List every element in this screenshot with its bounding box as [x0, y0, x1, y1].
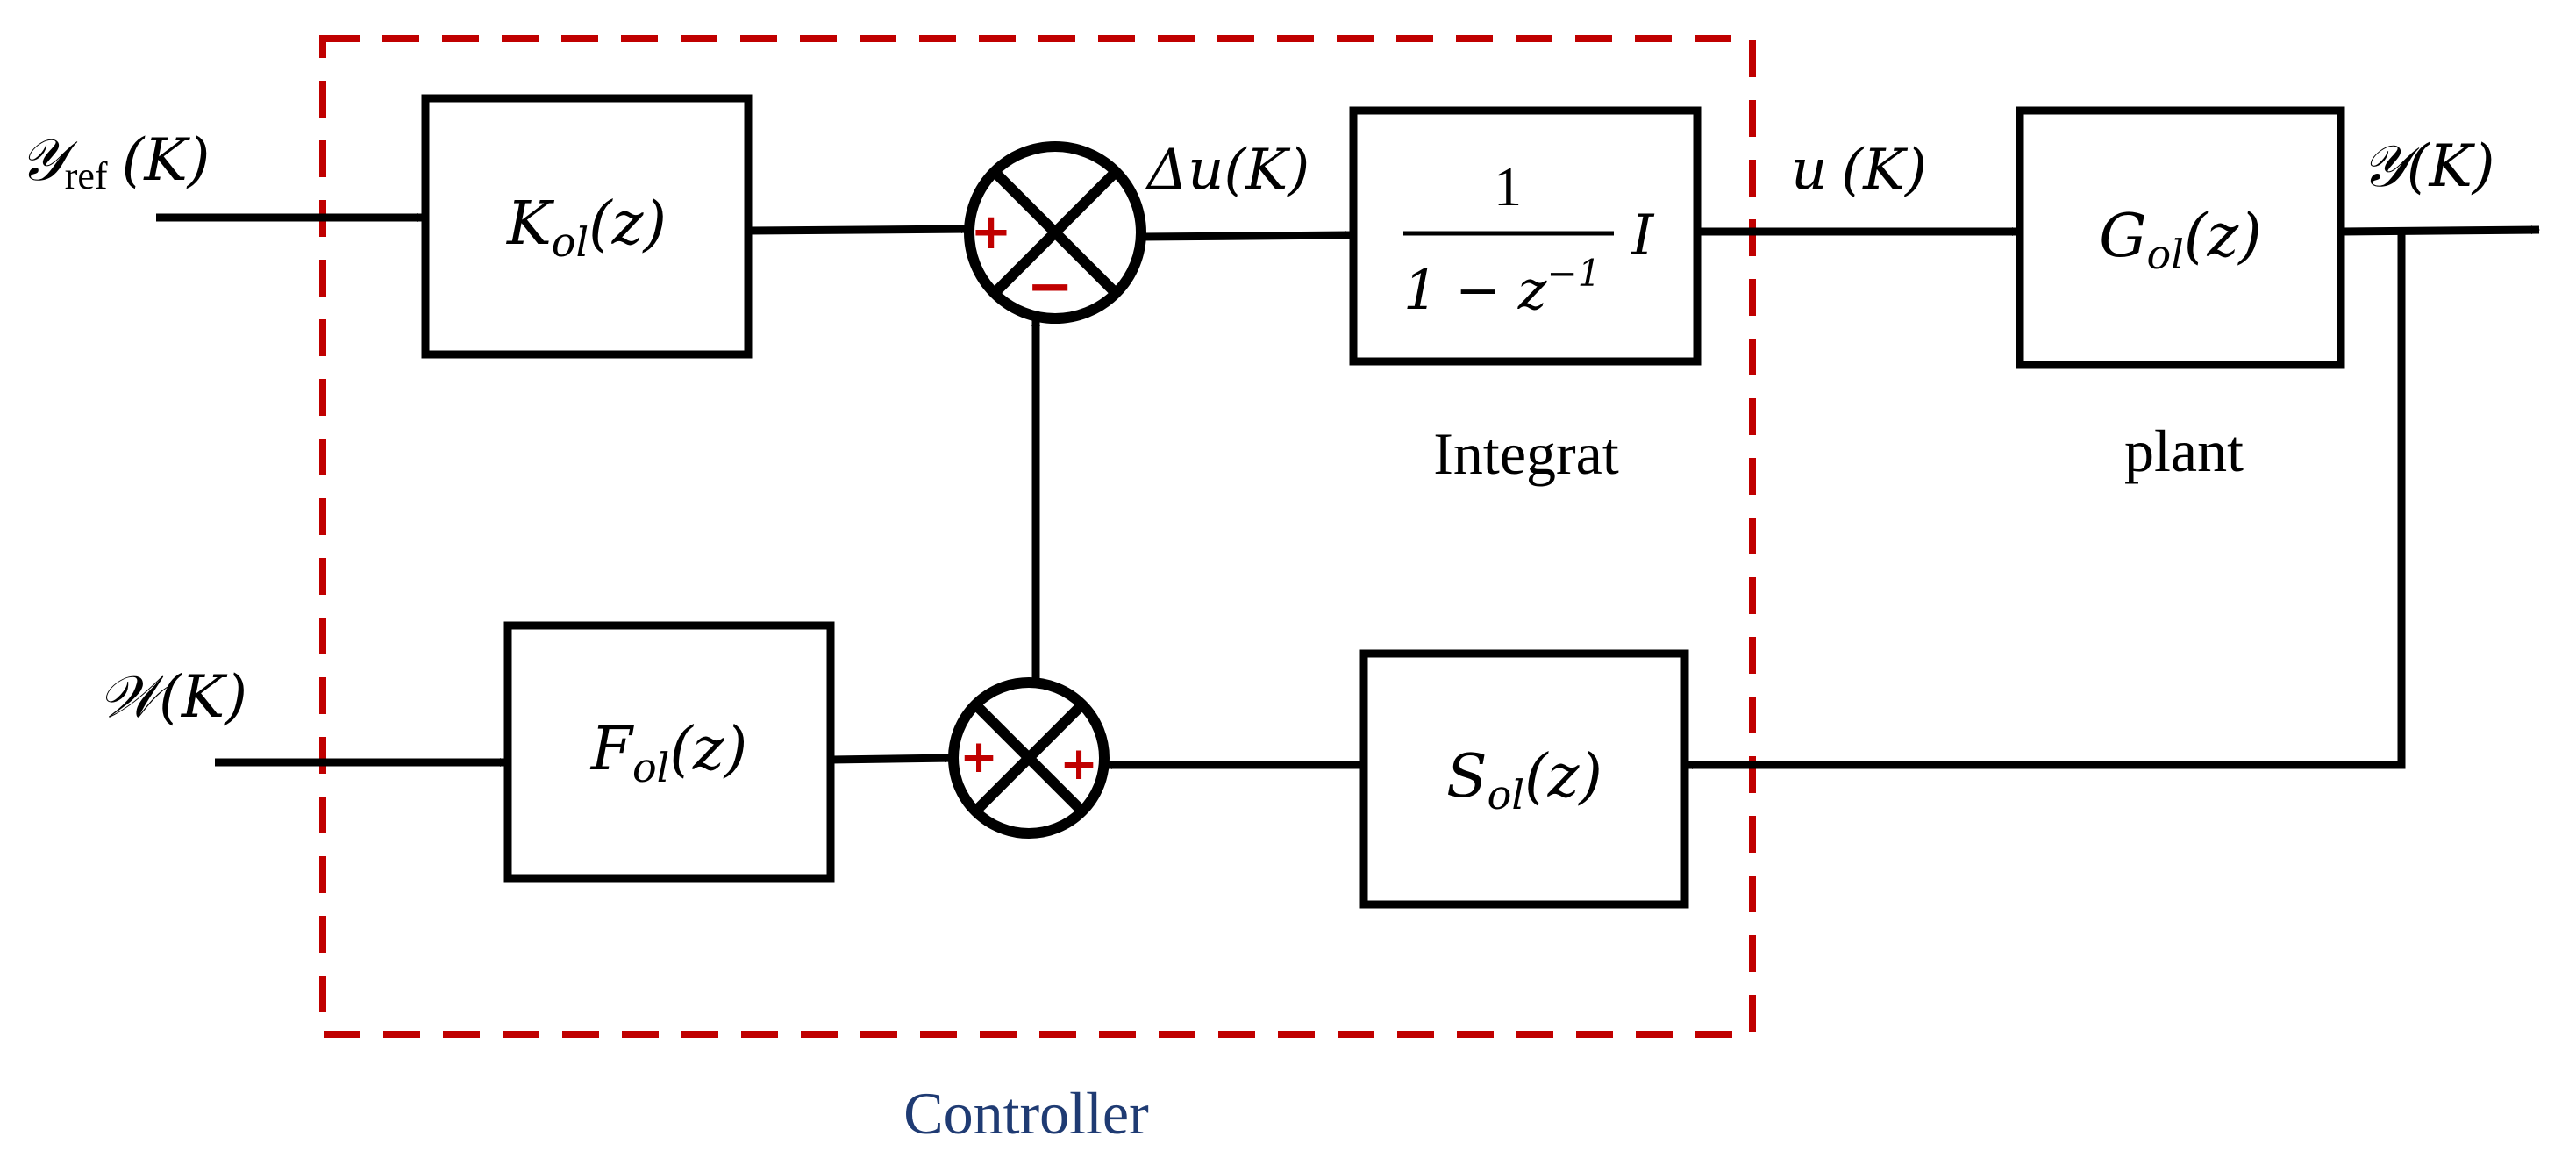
integrator-denominator: 1 − z−1	[1403, 252, 1601, 322]
k-block-label: Kol(z)	[505, 189, 667, 266]
f-block	[503, 621, 835, 883]
g-block-label: Gol(z)	[2099, 202, 2262, 278]
f-block-label: Fol(z)	[589, 715, 747, 791]
k-block-label-main: K	[505, 189, 555, 259]
sum-top-plus-sign: +	[971, 204, 1012, 261]
label-u: u(K)	[1791, 138, 1927, 203]
plant-output-arrow	[2340, 225, 2540, 236]
integrator-denominator-base: 1 − z	[1403, 258, 1547, 322]
k-block-label-arg: (z)	[589, 189, 667, 259]
controller-caption: Controller	[903, 1080, 1149, 1147]
label-w-arg: (K)	[159, 663, 247, 731]
controller-boundary	[319, 35, 1756, 1038]
g-block-label-main: G	[2099, 202, 2146, 271]
s-block-label-arg: (z)	[1524, 742, 1602, 811]
integrator-numerator: 1	[1494, 155, 1522, 218]
label-w: 𝒲(K)	[98, 663, 247, 731]
integrator-caption: Integrat	[1433, 420, 1619, 487]
k-to-sum-arrow	[747, 225, 970, 235]
s-block	[1359, 649, 1689, 909]
f-block-label-arg: (z)	[669, 715, 747, 784]
label-y-ref-sub: ref	[65, 154, 108, 197]
integrator-block	[1349, 106, 1702, 366]
f-to-sum-arrow	[830, 754, 954, 764]
label-u-arg: (K)	[1841, 138, 1927, 203]
label-y-ref-arg: (K)	[122, 126, 211, 194]
sum-bottom-plus-sign-right: +	[1060, 738, 1098, 790]
f-block-label-main: F	[589, 715, 635, 784]
label-y-arg: (K)	[2407, 132, 2495, 200]
k-block-label-sub: ol	[552, 218, 589, 266]
s-block-label-sub: ol	[1488, 771, 1524, 818]
s-block-label: Sol(z)	[1446, 742, 1602, 818]
summing-junction-top	[964, 141, 1146, 324]
label-y-ref: 𝒴ref(K)	[19, 126, 210, 197]
label-delta-u-arg: (K)	[1224, 138, 1309, 203]
sum-top-minus-sign: −	[1026, 254, 1074, 319]
s-block-label-main: S	[1446, 742, 1488, 811]
feedback-line	[1684, 232, 2406, 769]
sum-bottom-plus-sign-left: +	[960, 731, 998, 783]
g-block-label-sub: ol	[2147, 231, 2184, 278]
k-block	[421, 94, 753, 359]
integrator-suffix: I	[1631, 204, 1655, 268]
label-delta-u: Δu(K)	[1145, 138, 1309, 203]
g-block	[2016, 106, 2345, 369]
label-w-main: 𝒲	[98, 663, 171, 731]
integrator-denominator-exp: −1	[1546, 252, 1601, 295]
plant-caption: plant	[2124, 418, 2244, 484]
label-delta-u-main: Δu	[1145, 138, 1224, 203]
label-y: 𝒴(K)	[2361, 132, 2495, 200]
f-block-label-sub: ol	[632, 744, 669, 791]
g-block-label-arg: (z)	[2184, 202, 2262, 271]
label-u-main: u	[1791, 138, 1827, 203]
sum-to-integrator-arrow	[1140, 231, 1354, 241]
